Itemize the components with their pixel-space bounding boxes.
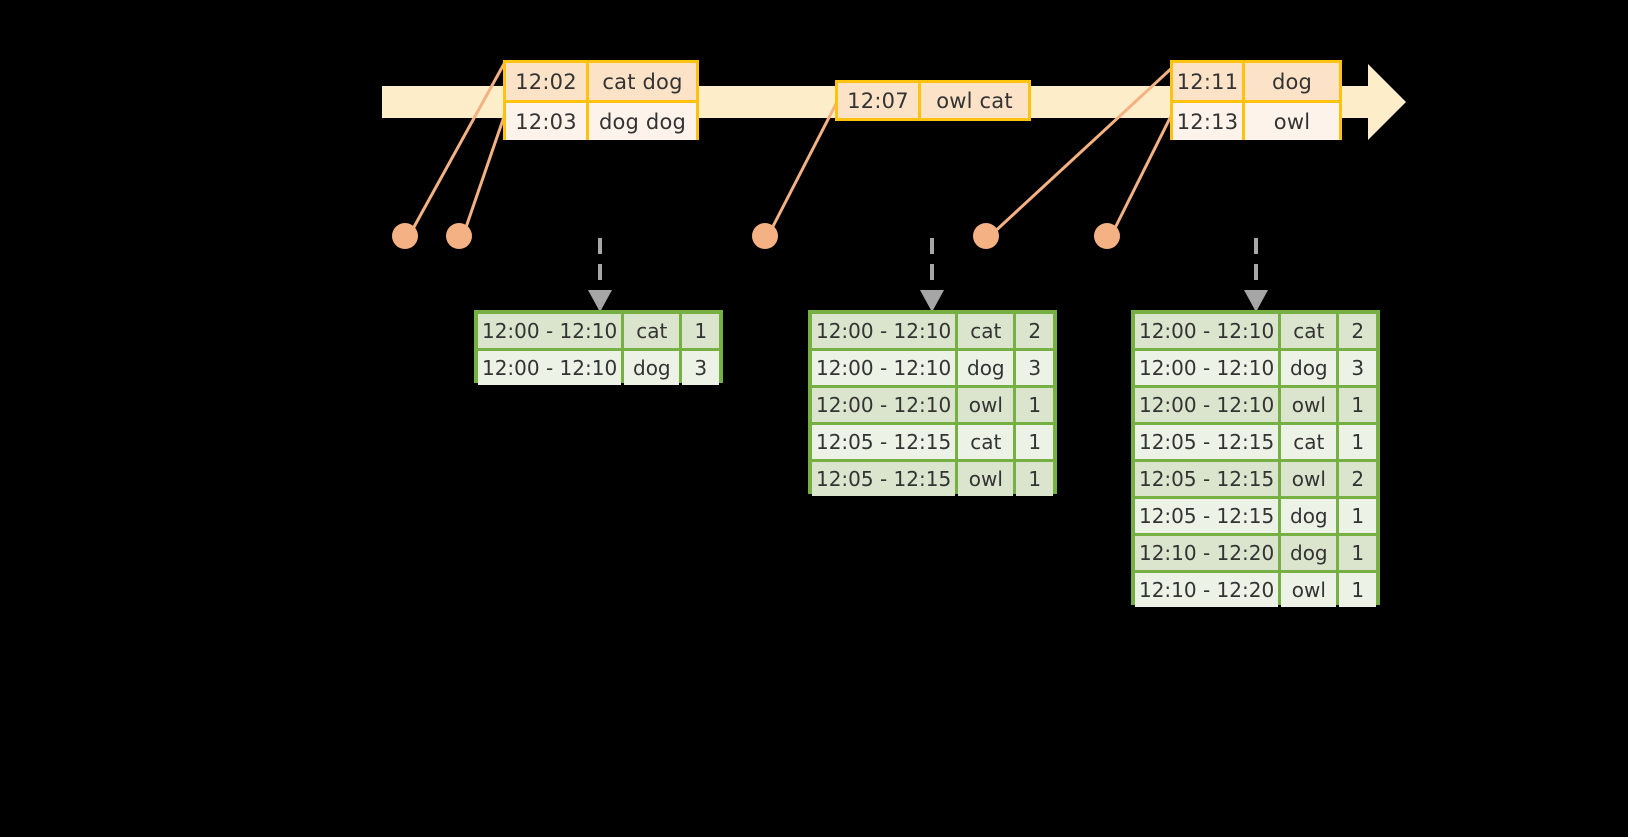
cell-word: cat	[624, 314, 680, 348]
table-row: 12:05 - 12:15 dog 1	[1135, 499, 1376, 536]
cell-window: 12:10 - 12:20	[1135, 573, 1279, 607]
event-time: 12:11	[1173, 63, 1245, 100]
cell-window: 12:05 - 12:15	[812, 462, 956, 496]
table-row: 12:10 - 12:20 owl 1	[1135, 573, 1376, 607]
event-group-3[interactable]: 12:11 dog 12:13 owl	[1170, 60, 1342, 140]
leader-dot-3	[752, 223, 778, 249]
cell-window: 12:05 - 12:15	[1135, 462, 1279, 496]
cell-count: 1	[682, 314, 719, 348]
result-table-1[interactable]: 12:00 - 12:10 cat 1 12:00 - 12:10 dog 3	[474, 310, 723, 385]
event-row: 12:11 dog	[1173, 63, 1339, 100]
leader-dot-1	[392, 223, 418, 249]
cell-word: dog	[1281, 499, 1337, 533]
cell-window: 12:05 - 12:15	[1135, 425, 1279, 459]
cell-window: 12:00 - 12:10	[478, 351, 622, 385]
table-row: 12:05 - 12:15 owl 2	[1135, 462, 1376, 499]
cell-count: 1	[1339, 573, 1376, 607]
event-row: 12:07 owl cat	[838, 83, 1028, 118]
event-payload: dog dog	[589, 103, 696, 140]
table-row: 12:00 - 12:10 cat 2	[1135, 314, 1376, 351]
event-payload: owl	[1245, 103, 1339, 140]
event-payload: dog	[1245, 63, 1339, 100]
result-table-2[interactable]: 12:00 - 12:10 cat 2 12:00 - 12:10 dog 3 …	[808, 310, 1057, 496]
cell-window: 12:05 - 12:15	[812, 425, 956, 459]
table-row: 12:05 - 12:15 owl 1	[812, 462, 1053, 496]
cell-count: 3	[682, 351, 719, 385]
leader-dot-5	[1094, 223, 1120, 249]
dashed-arrow-2	[920, 238, 944, 312]
cell-word: owl	[1281, 462, 1337, 496]
cell-word: cat	[1281, 425, 1337, 459]
result-table-3[interactable]: 12:00 - 12:10 cat 2 12:00 - 12:10 dog 3 …	[1131, 310, 1380, 607]
table-row: 12:00 - 12:10 owl 1	[1135, 388, 1376, 425]
cell-count: 1	[1016, 388, 1053, 422]
event-time: 12:03	[506, 103, 589, 140]
table-row: 12:00 - 12:10 dog 3	[1135, 351, 1376, 388]
cell-count: 1	[1339, 499, 1376, 533]
cell-window: 12:00 - 12:10	[478, 314, 622, 348]
table-row: 12:05 - 12:15 cat 1	[1135, 425, 1376, 462]
cell-count: 1	[1016, 425, 1053, 459]
event-time: 12:13	[1173, 103, 1245, 140]
cell-count: 2	[1339, 314, 1376, 348]
leader-dot-4	[973, 223, 999, 249]
cell-window: 12:00 - 12:10	[812, 388, 956, 422]
table-row: 12:05 - 12:15 cat 1	[812, 425, 1053, 462]
cell-window: 12:00 - 12:10	[1135, 351, 1279, 385]
table-row: 12:10 - 12:20 dog 1	[1135, 536, 1376, 573]
cell-window: 12:00 - 12:10	[1135, 388, 1279, 422]
leader-line-5	[1109, 107, 1177, 237]
cell-word: cat	[958, 425, 1014, 459]
cell-word: dog	[1281, 351, 1337, 385]
cell-word: dog	[624, 351, 680, 385]
leader-dot-2	[446, 223, 472, 249]
event-payload: cat dog	[589, 63, 696, 100]
cell-word: owl	[958, 462, 1014, 496]
event-row: 12:02 cat dog	[506, 63, 696, 100]
cell-word: owl	[1281, 573, 1337, 607]
cell-count: 1	[1339, 388, 1376, 422]
cell-count: 1	[1339, 425, 1376, 459]
table-row: 12:00 - 12:10 cat 2	[812, 314, 1053, 351]
cell-count: 2	[1016, 314, 1053, 348]
cell-word: dog	[1281, 536, 1337, 570]
cell-word: dog	[958, 351, 1014, 385]
event-group-2[interactable]: 12:07 owl cat	[835, 80, 1031, 121]
cell-window: 12:00 - 12:10	[812, 314, 956, 348]
cell-window: 12:05 - 12:15	[1135, 499, 1279, 533]
cell-word: cat	[958, 314, 1014, 348]
cell-window: 12:00 - 12:10	[812, 351, 956, 385]
table-row: 12:00 - 12:10 cat 1	[478, 314, 719, 351]
event-row: 12:03 dog dog	[506, 100, 696, 140]
cell-word: owl	[1281, 388, 1337, 422]
timeline-arrowhead	[1368, 64, 1406, 140]
cell-window: 12:10 - 12:20	[1135, 536, 1279, 570]
cell-count: 1	[1016, 462, 1053, 496]
cell-count: 1	[1339, 536, 1376, 570]
leader-line-2	[461, 107, 509, 237]
event-row: 12:13 owl	[1173, 100, 1339, 140]
table-row: 12:00 - 12:10 owl 1	[812, 388, 1053, 425]
cell-count: 3	[1016, 351, 1053, 385]
event-payload: owl cat	[921, 83, 1028, 118]
dashed-arrow-1	[588, 238, 612, 312]
cell-count: 3	[1339, 351, 1376, 385]
table-row: 12:00 - 12:10 dog 3	[812, 351, 1053, 388]
event-time: 12:07	[838, 83, 921, 118]
cell-word: cat	[1281, 314, 1337, 348]
leader-line-3	[766, 99, 840, 237]
event-time: 12:02	[506, 63, 589, 100]
table-row: 12:00 - 12:10 dog 3	[478, 351, 719, 385]
cell-window: 12:00 - 12:10	[1135, 314, 1279, 348]
event-group-1[interactable]: 12:02 cat dog 12:03 dog dog	[503, 60, 699, 140]
cell-word: owl	[958, 388, 1014, 422]
cell-count: 2	[1339, 462, 1376, 496]
dashed-arrow-3	[1244, 238, 1268, 312]
